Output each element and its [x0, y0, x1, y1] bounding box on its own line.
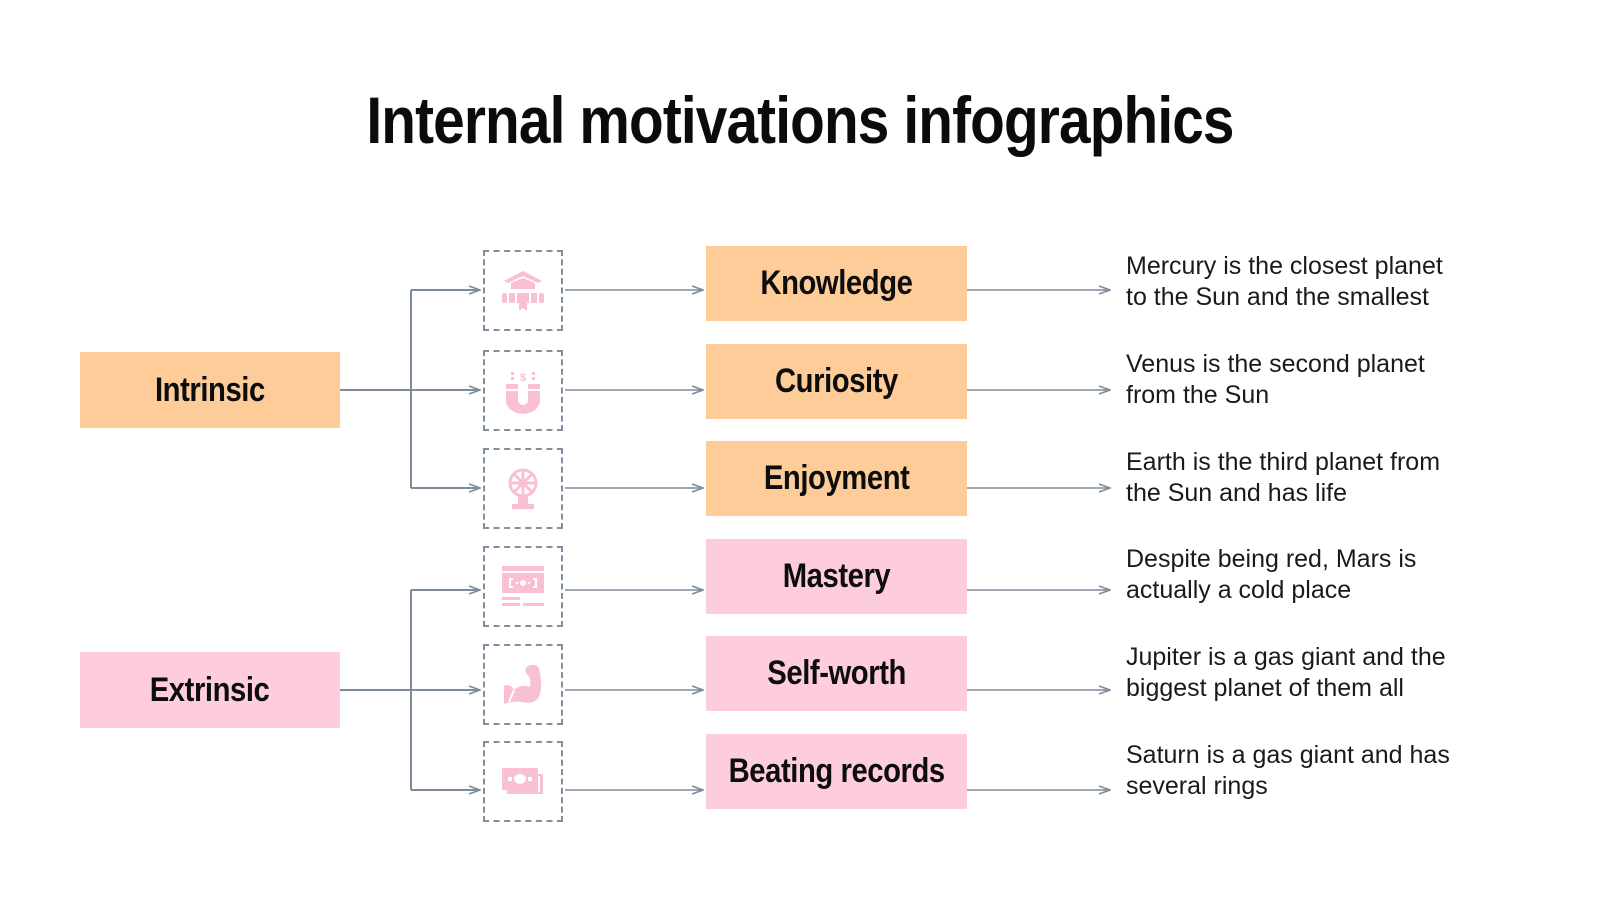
category-extrinsic: Extrinsic: [80, 652, 340, 728]
icon-box-curiosity: $: [483, 350, 563, 431]
icon-box-enjoyment: [483, 448, 563, 529]
graduation-diploma-icon: [502, 270, 544, 311]
item-label: Curiosity: [775, 362, 898, 400]
description-line: Earth is the third planet from: [1126, 448, 1441, 476]
description-line: actually a cold place: [1126, 576, 1352, 604]
description-line: Venus is the second planet: [1126, 350, 1425, 378]
page-title: Internal motivations infographics: [366, 83, 1234, 157]
icon-box-beating-records: [483, 741, 563, 822]
item-beating-records: Beating records: [706, 734, 967, 809]
web-window-icon: [502, 565, 544, 606]
item-label: Knowledge: [760, 264, 913, 302]
description-curiosity: Venus is the second planet from the Sun: [1126, 349, 1506, 411]
item-curiosity: Curiosity: [706, 344, 967, 419]
money-bills-icon: [502, 767, 543, 794]
item-label: Beating records: [728, 752, 945, 790]
description-line: Despite being red, Mars is: [1126, 545, 1417, 573]
description-knowledge: Mercury is the closest planet to the Sun…: [1126, 251, 1506, 313]
svg-text:$: $: [520, 372, 526, 384]
description-line: Jupiter is a gas giant and the: [1126, 643, 1446, 671]
item-label: Enjoyment: [763, 459, 910, 497]
flexed-arm-icon: [504, 664, 542, 704]
description-line: to the Sun and the smallest: [1126, 283, 1429, 311]
icon-box-mastery: [483, 546, 563, 627]
icon-box-self-worth: [483, 644, 563, 725]
description-line: several rings: [1126, 772, 1268, 800]
category-label: Intrinsic: [155, 370, 265, 409]
category-intrinsic: Intrinsic: [80, 352, 340, 428]
description-line: the Sun and has life: [1126, 479, 1347, 507]
category-label: Extrinsic: [150, 670, 270, 709]
item-self-worth: Self-worth: [706, 636, 967, 711]
description-mastery: Despite being red, Mars is actually a co…: [1126, 544, 1506, 606]
description-line: Mercury is the closest planet: [1126, 252, 1443, 280]
icon-box-knowledge: [483, 250, 563, 331]
description-line: Saturn is a gas giant and has: [1126, 741, 1450, 769]
item-knowledge: Knowledge: [706, 246, 967, 321]
description-enjoyment: Earth is the third planet from the Sun a…: [1126, 447, 1506, 509]
description-line: from the Sun: [1126, 381, 1270, 409]
item-mastery: Mastery: [706, 539, 967, 614]
item-label: Mastery: [782, 557, 891, 595]
magnet-icon: $: [506, 371, 540, 414]
item-enjoyment: Enjoyment: [706, 441, 967, 516]
ferris-wheel-icon: [508, 468, 538, 509]
description-beating-records: Saturn is a gas giant and has several ri…: [1126, 740, 1506, 802]
description-line: biggest planet of them all: [1126, 674, 1404, 702]
item-label: Self-worth: [767, 654, 906, 692]
description-self-worth: Jupiter is a gas giant and the biggest p…: [1126, 642, 1506, 704]
